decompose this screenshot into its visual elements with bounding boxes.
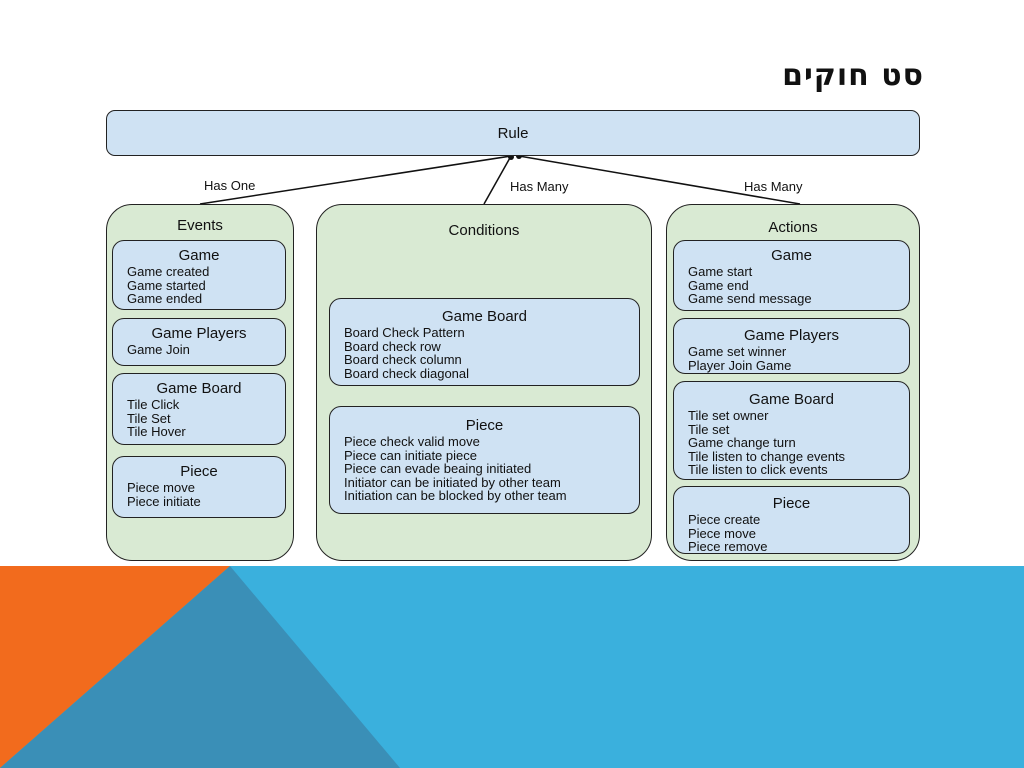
list-item: Piece check valid move <box>344 434 480 449</box>
list-item: Game set winner <box>688 344 787 359</box>
list-item: Initiation can be blocked by other team <box>344 488 567 504</box>
actions-title: Actions <box>768 219 818 236</box>
list-item: Tile listen to change events <box>688 448 846 464</box>
actions-section-game-board: Game Board Tile set owner Tile set Game … <box>673 381 910 480</box>
list-item: Piece can initiate piece <box>344 447 477 463</box>
list-item: Player Join Game <box>688 357 792 373</box>
list-item: Game created <box>127 264 210 279</box>
list-item: Tile Hover <box>127 424 186 440</box>
actions-section-piece: Piece Piece create Piece move Piece remo… <box>673 486 910 554</box>
item-list: Tile set owner Tile set Game change turn… <box>674 409 909 477</box>
slide-title: סט חוקים <box>782 58 924 93</box>
events-title: Events <box>177 217 223 234</box>
list-item: Board Check Pattern <box>344 325 465 340</box>
footer-teal-shape <box>0 566 400 768</box>
item-list: Piece create Piece move Piece remove <box>674 513 909 554</box>
list-item: Tile Set <box>127 410 171 426</box>
list-item: Game send message <box>688 291 812 307</box>
list-item: Tile listen to click events <box>688 462 828 478</box>
events-section-piece: Piece Piece move Piece initiate <box>112 456 286 518</box>
edge-label-events: Has One <box>204 178 256 193</box>
list-item: Game start <box>688 264 753 279</box>
list-item: Piece move <box>127 480 195 495</box>
section-title: Game Players <box>151 325 247 342</box>
section-title: Game Players <box>743 327 840 344</box>
list-item: Piece move <box>688 525 756 541</box>
list-item: Initiator can be initiated by other team <box>344 474 561 490</box>
section-title: Game <box>771 247 812 264</box>
list-item: Tile set owner <box>688 408 769 423</box>
events-section-game-board: Game Board Tile Click Tile Set Tile Hove… <box>112 373 286 445</box>
conditions-title: Conditions <box>448 222 520 239</box>
edge-label-conditions: Has Many <box>510 179 569 194</box>
connector-conditions <box>483 155 512 205</box>
list-item: Game ended <box>127 291 203 307</box>
rule-box: Rule <box>106 110 920 156</box>
connector-events <box>199 155 512 205</box>
events-section-game: Game Game created Game started Game ende… <box>112 240 286 310</box>
item-list: Board Check Pattern Board check row Boar… <box>330 326 639 380</box>
conditions-section-game-board: Game Board Board Check Pattern Board che… <box>329 298 640 386</box>
conditions-section-piece: Piece Piece check valid move Piece can i… <box>329 406 640 514</box>
item-list: Piece move Piece initiate <box>113 481 285 508</box>
list-item: Game end <box>688 277 749 293</box>
section-title: Piece <box>772 495 811 512</box>
item-list: Game Join <box>113 343 285 357</box>
actions-section-game-players: Game Players Game set winner Player Join… <box>673 318 910 374</box>
connector-actions <box>518 155 801 205</box>
list-item: Board check row <box>344 338 441 354</box>
section-title: Game Board <box>748 391 835 408</box>
section-title: Piece <box>180 463 218 480</box>
section-title: Piece <box>465 417 504 434</box>
item-list: Game set winner Player Join Game <box>674 345 909 372</box>
list-item: Piece initiate <box>127 493 201 509</box>
list-item: Piece create <box>688 512 761 527</box>
item-list: Game created Game started Game ended <box>113 265 285 306</box>
list-item: Board check diagonal <box>344 365 470 381</box>
list-item: Game Join <box>127 342 190 357</box>
rule-label: Rule <box>497 124 529 142</box>
list-item: Tile Click <box>127 397 180 412</box>
section-title: Game Board <box>156 380 242 397</box>
actions-section-game: Game Game start Game end Game send messa… <box>673 240 910 311</box>
section-title: Game <box>178 247 220 264</box>
list-item: Tile set <box>688 421 730 437</box>
list-item: Piece can evade beaing initiated <box>344 461 532 477</box>
item-list: Tile Click Tile Set Tile Hover <box>113 398 285 439</box>
edge-label-actions: Has Many <box>744 179 803 194</box>
item-list: Game start Game end Game send message <box>674 265 909 306</box>
list-item: Piece remove <box>688 539 768 555</box>
item-list: Piece check valid move Piece can initiat… <box>330 435 639 503</box>
list-item: Game started <box>127 277 206 293</box>
list-item: Board check column <box>344 352 462 368</box>
footer-decoration <box>0 566 400 768</box>
list-item: Game change turn <box>688 435 796 451</box>
events-section-game-players: Game Players Game Join <box>112 318 286 366</box>
section-title: Game Board <box>441 308 528 325</box>
